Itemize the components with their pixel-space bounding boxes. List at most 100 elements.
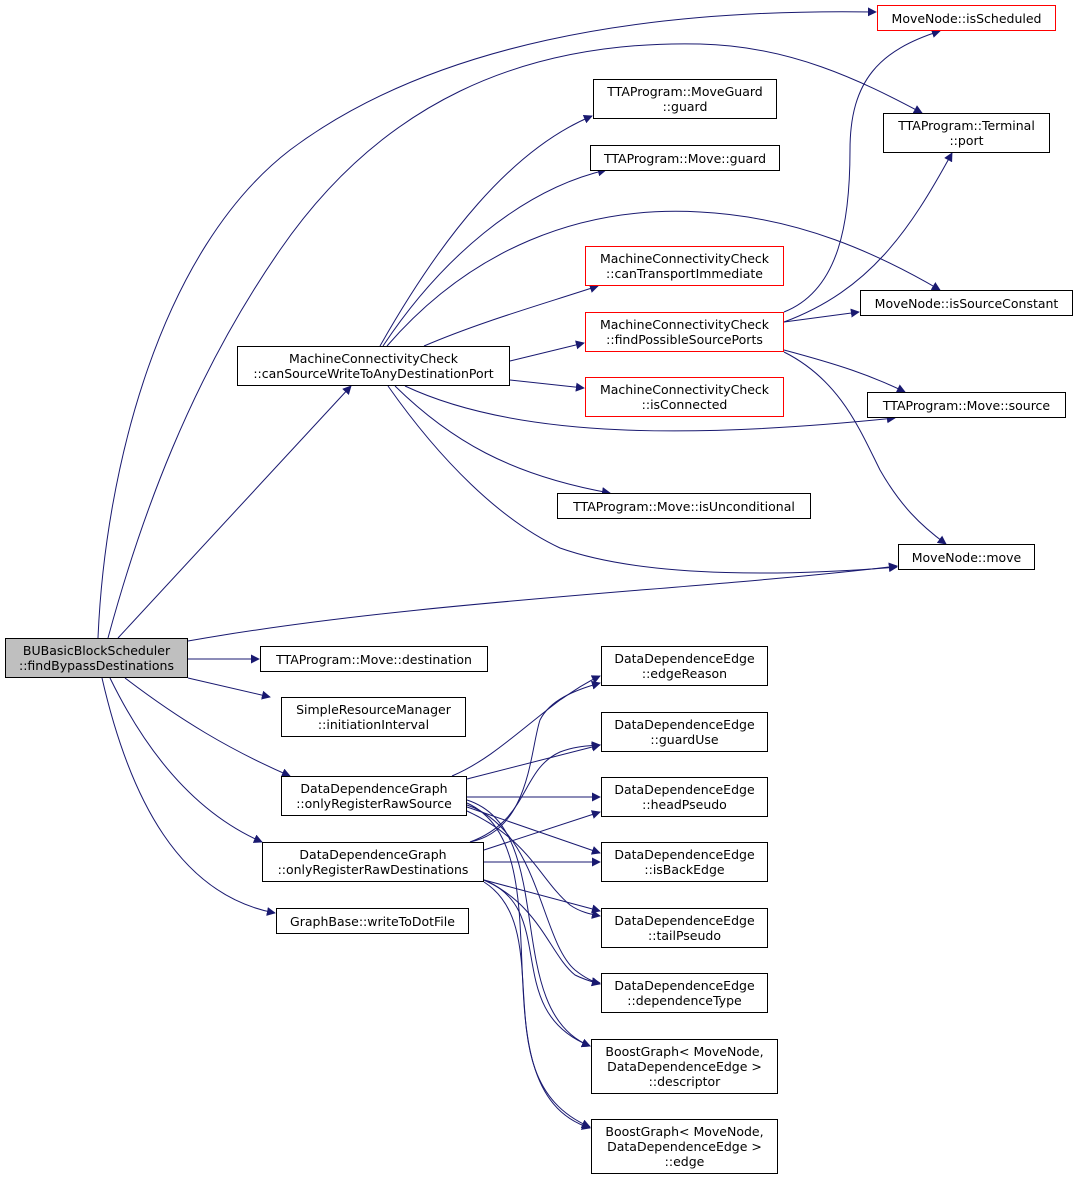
node-line: ::descriptor: [648, 1074, 721, 1089]
edge-csw-to-is-connected: [509, 379, 585, 392]
node-is-source-constant[interactable]: MoveNode::isSourceConstant: [860, 290, 1073, 316]
node-line: DataDependenceEdge: [614, 847, 755, 862]
node-line: TTAProgram::Move::isUnconditional: [573, 498, 795, 514]
node-boostgraph-descriptor[interactable]: BoostGraph< MoveNode, DataDependenceEdge…: [591, 1039, 778, 1094]
edge-ord-to-head-pseudo: [483, 810, 601, 851]
node-line: ::dependenceType: [627, 993, 742, 1008]
edge-ors-to-guard-use: [466, 742, 601, 780]
node-write-to-dot-file[interactable]: GraphBase::writeToDotFile: [276, 908, 469, 934]
node-line: ::guard: [662, 99, 708, 114]
node-move-source[interactable]: TTAProgram::Move::source: [867, 392, 1066, 418]
edge-ord-to-edge: [483, 881, 591, 1128]
edge-root-to-can-source-write: [117, 385, 352, 639]
node-line: ::headPseudo: [642, 797, 727, 812]
node-tail-pseudo[interactable]: DataDependenceEdge ::tailPseudo: [601, 908, 768, 948]
edge-ord-to-descriptor: [483, 879, 591, 1048]
node-line: DataDependenceGraph: [299, 847, 447, 862]
edge-root-to-only-raw-source: [124, 677, 291, 777]
node-is-unconditional[interactable]: TTAProgram::Move::isUnconditional: [557, 493, 811, 519]
node-line: ::onlyRegisterRawDestinations: [277, 862, 469, 877]
node-line: ::port: [949, 133, 984, 148]
node-line: DataDependenceEdge: [614, 913, 755, 928]
edge-ord-to-edge-reason: [469, 680, 601, 843]
node-move-guard[interactable]: TTAProgram::Move::guard: [590, 145, 780, 171]
node-is-scheduled[interactable]: MoveNode::isScheduled: [877, 5, 1056, 31]
edge-csw-to-move-guard-guard: [379, 114, 593, 347]
node-move-destination[interactable]: TTAProgram::Move::destination: [260, 646, 488, 672]
node-line: DataDependenceEdge: [614, 717, 755, 732]
node-line: ::edgeReason: [641, 666, 728, 681]
node-line: ::tailPseudo: [648, 928, 721, 943]
node-guard-use[interactable]: DataDependenceEdge ::guardUse: [601, 712, 768, 752]
node-line: MachineConnectivityCheck: [599, 251, 770, 266]
edge-ord-to-guard-use: [469, 741, 601, 843]
edge-ord-to-dependence-type: [483, 879, 601, 987]
edge-root-to-terminal-port: [107, 43, 923, 639]
node-line: TTAProgram::Move::guard: [603, 150, 767, 166]
node-line: MachineConnectivityCheck: [288, 351, 459, 366]
node-line: ::findPossibleSourcePorts: [606, 332, 763, 347]
node-line: ::isBackEdge: [644, 862, 725, 877]
node-can-source-write-to-any-destination-port[interactable]: MachineConnectivityCheck ::canSourceWrit…: [237, 346, 510, 386]
edge-csw-to-can-transport-immediate: [423, 284, 599, 347]
edge-ors-to-edge-reason: [451, 675, 601, 777]
edge-ord-to-tail-pseudo: [483, 879, 601, 914]
node-line: TTAProgram::Terminal: [898, 118, 1035, 133]
node-boostgraph-edge[interactable]: BoostGraph< MoveNode, DataDependenceEdge…: [591, 1119, 778, 1174]
node-terminal-port[interactable]: TTAProgram::Terminal ::port: [883, 113, 1050, 153]
node-line: ::onlyRegisterRawSource: [296, 796, 452, 811]
node-line: ::isConnected: [641, 397, 728, 412]
node-initiation-interval[interactable]: SimpleResourceManager ::initiationInterv…: [281, 697, 466, 737]
node-line: MoveNode::isSourceConstant: [874, 295, 1059, 311]
node-move-guard-guard[interactable]: TTAProgram::MoveGuard ::guard: [593, 79, 777, 119]
node-line: BoostGraph< MoveNode,: [605, 1124, 764, 1139]
edge-ors-to-edge: [466, 802, 591, 1130]
edge-csw-to-find-possible-source-ports: [509, 340, 585, 362]
node-is-back-edge[interactable]: DataDependenceEdge ::isBackEdge: [601, 842, 768, 882]
node-line: ::canSourceWriteToAnyDestinationPort: [253, 366, 494, 381]
node-only-register-raw-destinations[interactable]: DataDependenceGraph ::onlyRegisterRawDes…: [262, 842, 484, 882]
node-head-pseudo[interactable]: DataDependenceEdge ::headPseudo: [601, 777, 768, 817]
edge-root-to-movenode-move: [187, 562, 898, 642]
node-line: GraphBase::writeToDotFile: [290, 913, 455, 929]
node-line: SimpleResourceManager: [296, 702, 451, 717]
node-line: TTAProgram::MoveGuard: [607, 84, 763, 99]
edge-csw-to-move-source: [404, 385, 896, 432]
edge-root-to-is-scheduled: [97, 7, 877, 639]
node-line: TTAProgram::Move::destination: [276, 651, 472, 667]
node-line: MoveNode::move: [911, 549, 1022, 565]
node-dependence-type[interactable]: DataDependenceEdge ::dependenceType: [601, 973, 768, 1013]
node-find-possible-source-ports[interactable]: MachineConnectivityCheck ::findPossibleS…: [585, 312, 784, 352]
node-line: DataDependenceGraph: [300, 781, 448, 796]
edge-root-to-only-raw-destinations: [109, 677, 263, 843]
node-line: MachineConnectivityCheck: [599, 317, 770, 332]
edge-csw-to-is-source-constant: [386, 210, 941, 347]
edge-ors-to-is-back-edge: [466, 806, 601, 855]
node-line: ::canTransportImmediate: [606, 266, 763, 281]
node-line: MoveNode::isScheduled: [891, 10, 1042, 26]
node-line: BUBasicBlockScheduler: [22, 643, 171, 658]
node-movenode-move[interactable]: MoveNode::move: [898, 544, 1035, 570]
edge-fpsp-to-movenode-move: [783, 351, 947, 545]
node-line: DataDependenceEdge: [614, 651, 755, 666]
edge-csw-to-is-unconditional: [394, 385, 611, 496]
edge-fpsp-to-move-source: [783, 349, 906, 393]
edge-fpsp-to-terminal-port: [783, 152, 953, 323]
node-line: DataDependenceEdge: [614, 978, 755, 993]
node-only-register-raw-source[interactable]: DataDependenceGraph ::onlyRegisterRawSou…: [281, 776, 467, 816]
node-line: ::guardUse: [650, 732, 719, 747]
edge-csw-to-move-guard: [382, 167, 607, 347]
edge-root-to-initiation-interval: [187, 677, 271, 700]
node-line: DataDependenceEdge >: [607, 1059, 762, 1074]
edge-csw-to-movenode-move: [387, 385, 898, 574]
node-line: ::findBypassDestinations: [19, 658, 174, 673]
node-line: ::edge: [664, 1154, 705, 1169]
node-can-transport-immediate[interactable]: MachineConnectivityCheck ::canTransportI…: [585, 246, 784, 286]
edge-ors-to-tail-pseudo: [466, 810, 601, 919]
node-line: ::initiationInterval: [317, 717, 430, 732]
node-find-bypass-destinations: BUBasicBlockScheduler ::findBypassDestin…: [5, 638, 188, 678]
node-is-connected[interactable]: MachineConnectivityCheck ::isConnected: [585, 377, 784, 417]
node-edge-reason[interactable]: DataDependenceEdge ::edgeReason: [601, 646, 768, 686]
